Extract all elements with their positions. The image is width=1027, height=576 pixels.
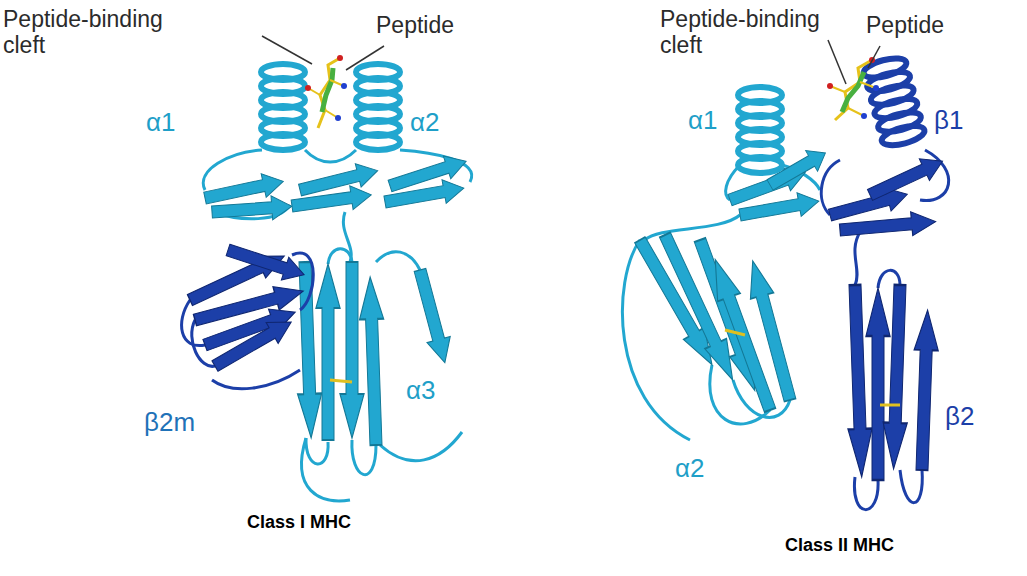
peptide-backbone	[322, 68, 333, 112]
strand	[211, 194, 292, 224]
loop	[854, 477, 878, 510]
loop	[292, 253, 313, 310]
callout-label: Peptide	[866, 12, 944, 38]
leader-line	[828, 40, 880, 84]
loop	[212, 370, 300, 389]
domain-label: α1	[146, 108, 176, 138]
domain-label: β1	[934, 106, 963, 136]
loop	[376, 252, 420, 270]
beta-sheet	[827, 150, 948, 242]
figure-caption: Class II MHC	[785, 535, 894, 556]
atom	[341, 83, 347, 89]
strand	[741, 258, 801, 403]
loop	[645, 215, 740, 240]
loop	[380, 432, 462, 461]
helix	[738, 87, 782, 173]
disulfide-bond	[880, 404, 900, 407]
callout-label: Peptide-binding cleft	[3, 6, 188, 59]
atom	[335, 115, 341, 121]
helix	[356, 64, 400, 150]
atom	[337, 55, 343, 61]
beta-sheet	[185, 239, 308, 377]
strand	[386, 150, 470, 198]
domain-label: β2	[945, 402, 974, 432]
strand	[293, 262, 323, 439]
beta-sheet	[203, 150, 470, 224]
strand	[408, 267, 456, 366]
leader-line	[262, 36, 384, 70]
alpha-helix	[261, 64, 400, 150]
beta1-domain	[821, 150, 948, 285]
disulfide-bond	[330, 380, 352, 382]
strand	[865, 150, 948, 206]
loop	[306, 438, 328, 464]
strand	[738, 189, 821, 227]
atom	[861, 113, 867, 119]
peptide	[305, 55, 347, 128]
strand	[297, 159, 380, 202]
domain-label: α2	[410, 108, 440, 138]
leader-line	[262, 36, 312, 64]
strand	[843, 285, 874, 478]
loop	[305, 150, 356, 162]
beta-sheet	[843, 285, 940, 480]
strand	[316, 264, 340, 440]
loop	[302, 438, 350, 501]
domain-label: α3	[406, 376, 436, 406]
domain-label: β2m	[144, 408, 195, 438]
leader-line	[346, 46, 384, 70]
leader-line	[828, 40, 846, 84]
strand	[882, 285, 912, 470]
strand	[358, 277, 388, 446]
disulfide-bond	[725, 330, 745, 335]
loop	[900, 470, 922, 503]
loop	[855, 232, 860, 285]
strand	[866, 288, 890, 480]
strand	[224, 239, 308, 287]
beta-sheet	[630, 230, 802, 414]
strand	[910, 310, 940, 471]
peptide-backbone	[842, 72, 864, 112]
callout-label: Peptide-binding cleft	[660, 6, 845, 59]
strand	[209, 312, 297, 377]
strand	[839, 210, 937, 242]
peptide	[827, 57, 879, 120]
atom	[305, 85, 311, 91]
callout-label: Peptide	[376, 12, 454, 38]
domain-label: α1	[688, 106, 718, 136]
alpha3-domain	[302, 249, 462, 501]
helix	[261, 64, 305, 150]
beta-sheet	[293, 262, 456, 446]
peptide-stick	[318, 58, 340, 128]
figure-caption: Class I MHC	[247, 512, 351, 533]
helix	[862, 55, 927, 149]
atom	[873, 85, 879, 91]
atom	[827, 83, 833, 89]
leader-line	[868, 46, 880, 68]
domain-label: α2	[675, 454, 705, 484]
strand	[340, 262, 364, 438]
